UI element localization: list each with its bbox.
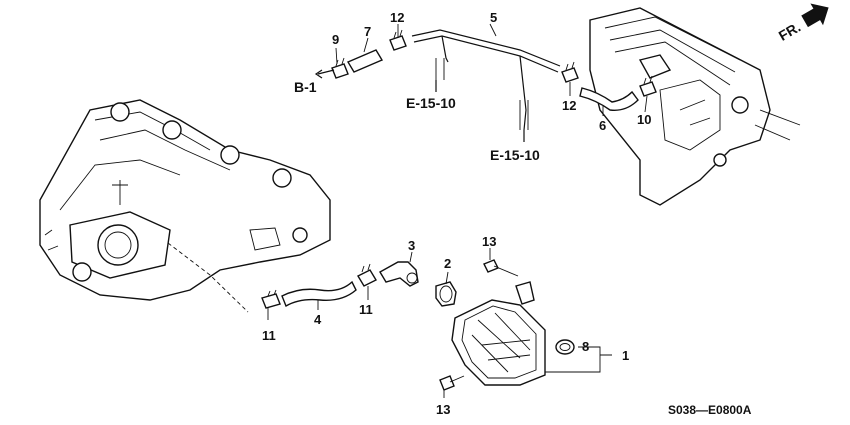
ref-e15-upper: E-15-10 — [406, 95, 456, 111]
callout-13-lower: 13 — [436, 402, 450, 417]
callout-2: 2 — [444, 256, 451, 271]
callout-10: 10 — [637, 112, 651, 127]
callout-12-top: 12 — [390, 10, 404, 25]
hose-clamp-12-right — [561, 61, 579, 83]
engine-block — [589, 7, 801, 206]
pcv-hose-assembly — [261, 261, 457, 309]
callout-8: 8 — [582, 339, 589, 354]
hose-clamp-9 — [331, 57, 349, 79]
front-label: FR. — [776, 19, 804, 44]
callout-6: 6 — [599, 118, 606, 133]
callout-7: 7 — [364, 24, 371, 39]
callout-4: 4 — [314, 312, 322, 327]
callout-12-right: 12 — [562, 98, 576, 113]
ref-b1: B-1 — [294, 79, 317, 95]
callout-11-right: 11 — [359, 302, 373, 317]
reference-labels: B-1 E-15-10 E-15-10 — [294, 79, 540, 163]
callout-11-left: 11 — [262, 328, 276, 343]
callout-3: 3 — [408, 238, 415, 253]
top-pipe-assembly — [331, 29, 657, 142]
callout-9: 9 — [332, 32, 339, 47]
hose-clamp-11-left — [261, 289, 281, 309]
drawing-code: S038—E0800A — [668, 403, 752, 417]
breather-chamber — [439, 259, 575, 391]
callout-5: 5 — [490, 10, 497, 25]
front-direction-marker: FR. — [776, 3, 829, 44]
leader-lines — [267, 23, 648, 398]
intake-manifold — [39, 99, 331, 301]
callout-1: 1 — [622, 348, 629, 363]
callout-13-upper: 13 — [482, 234, 496, 249]
callouts: 1 2 3 4 5 6 7 8 9 10 11 11 12 12 13 13 — [262, 10, 651, 417]
front-arrow-icon — [801, 3, 829, 28]
ref-e15-lower: E-15-10 — [490, 147, 540, 163]
hose-clamp-11-right — [357, 263, 377, 287]
hose-clamp-10 — [639, 75, 657, 97]
